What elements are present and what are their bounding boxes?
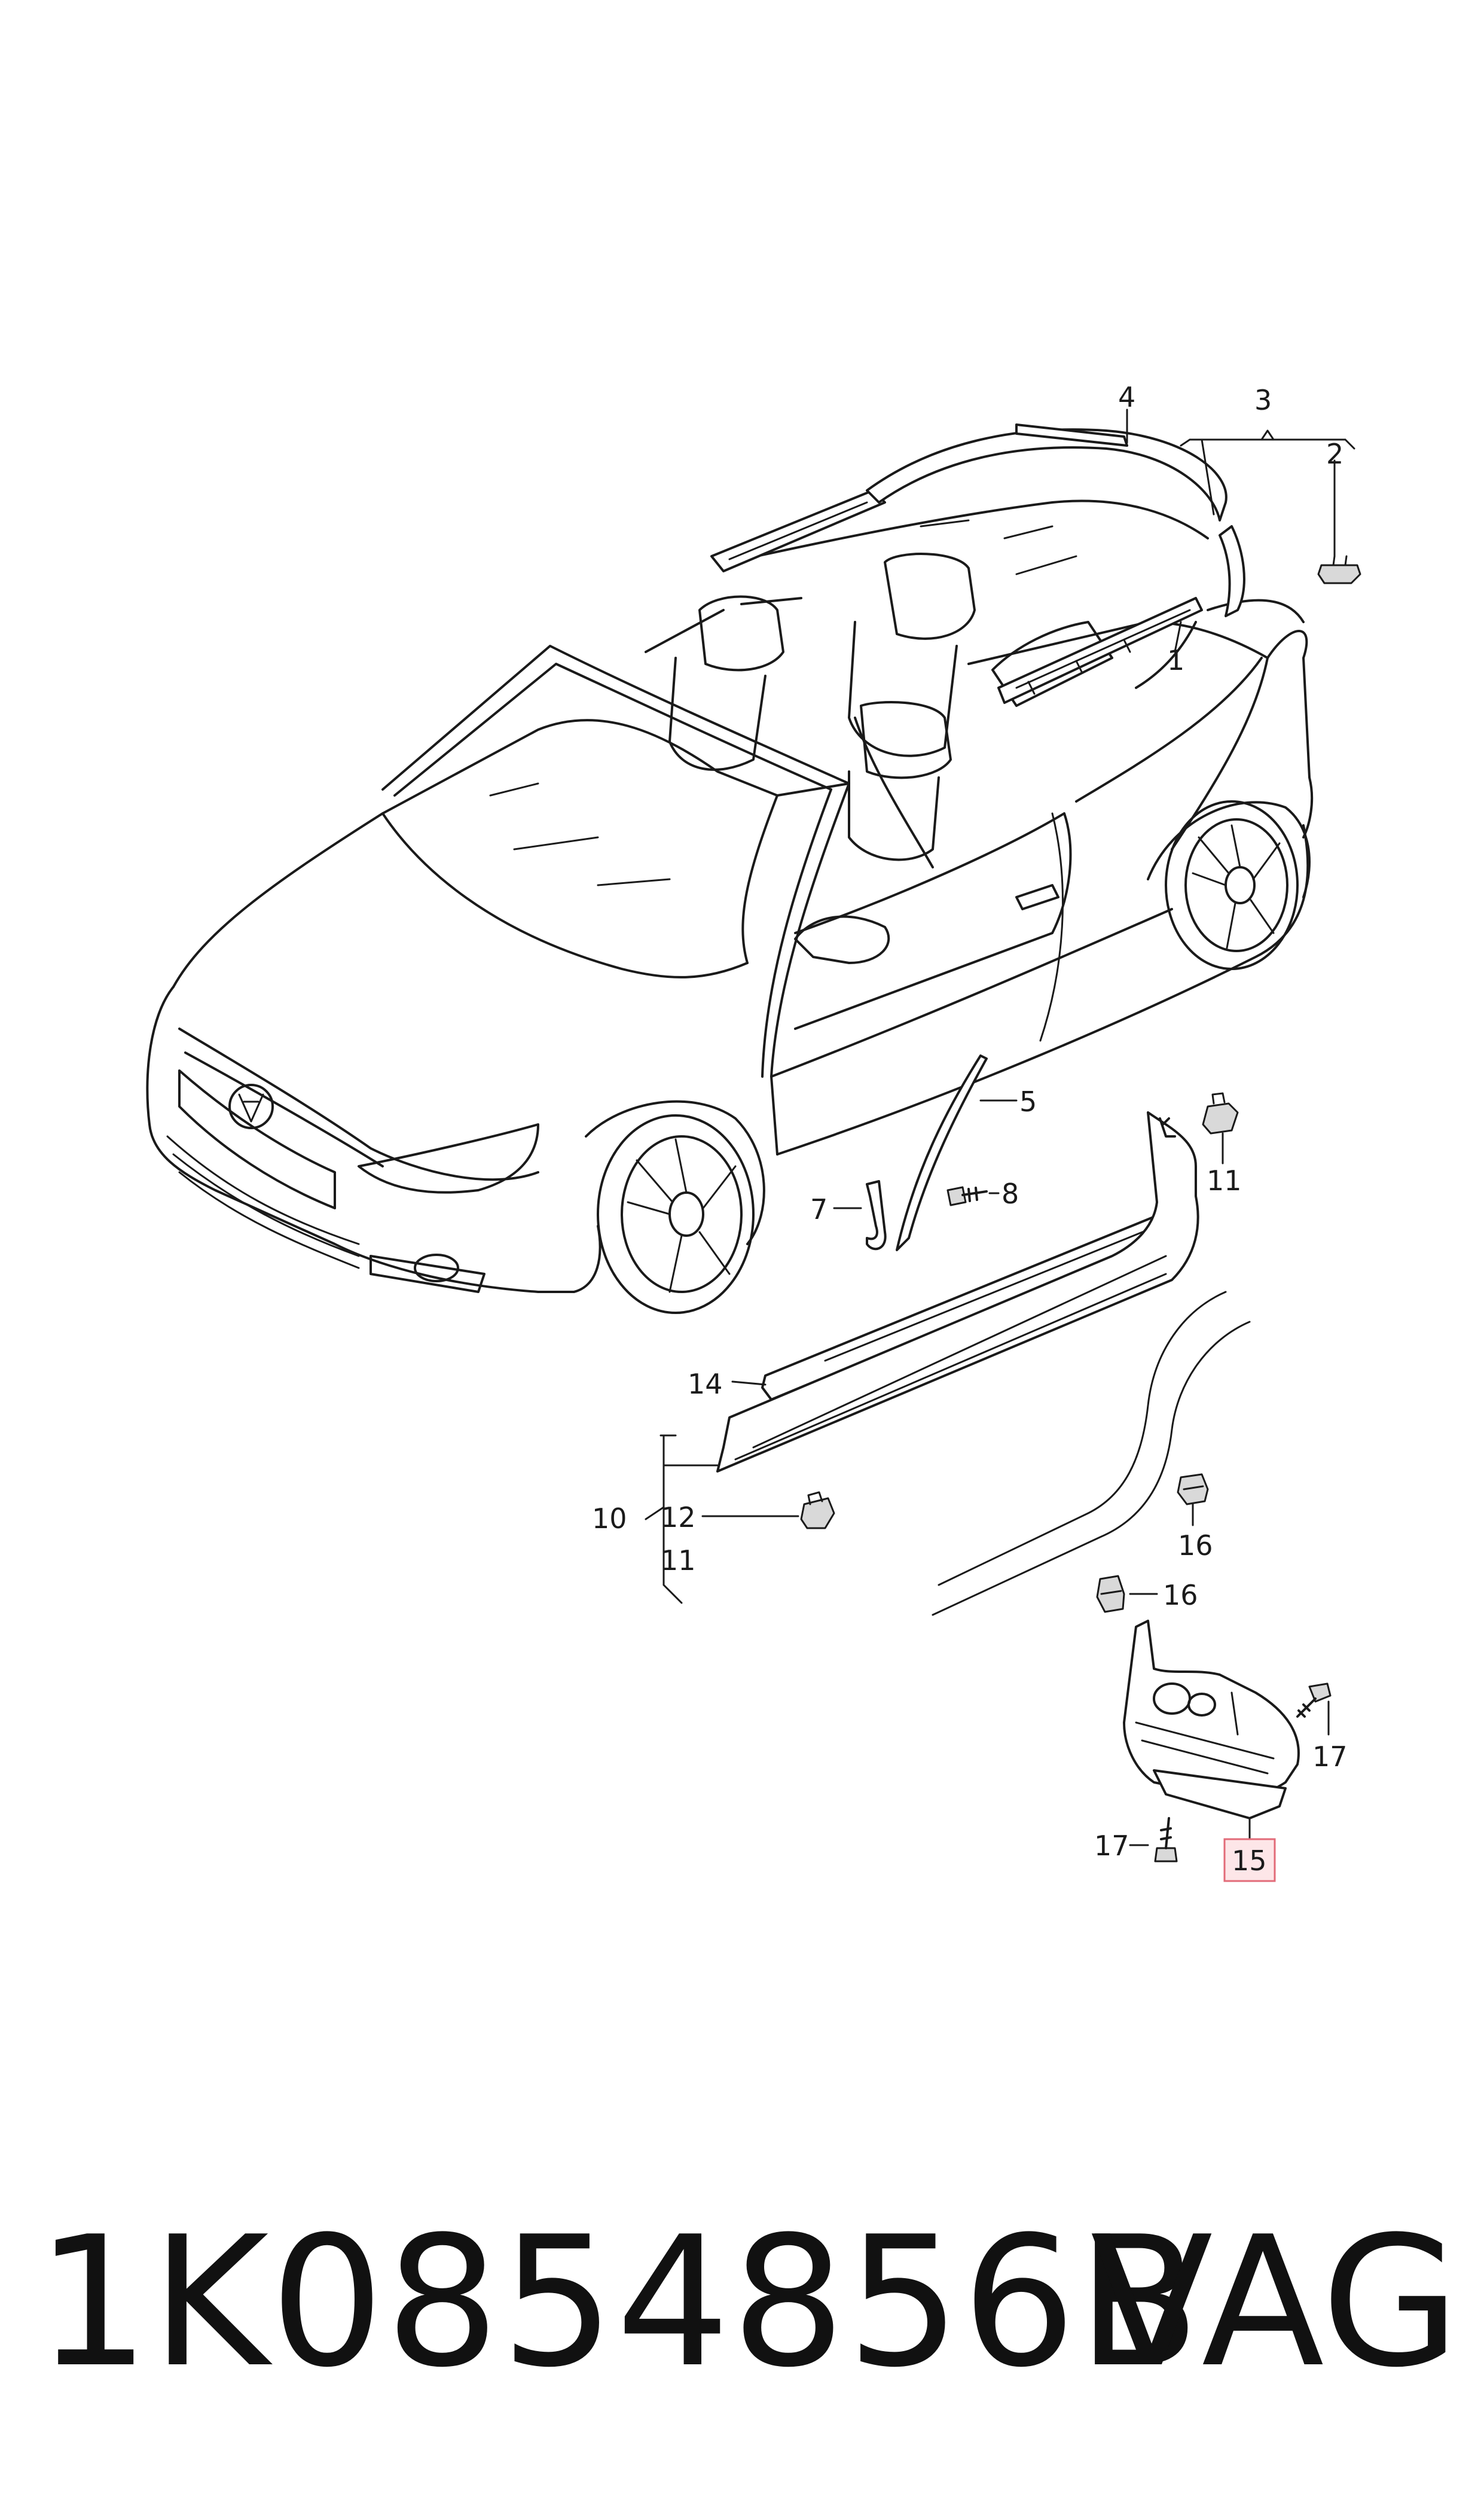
part-10-sill-panel [716,1111,1199,1473]
leader-lines [645,409,1355,1846]
callout-11-bottom: 11 [661,1544,696,1577]
part-11-clip [1202,1092,1239,1135]
callout-15-highlight [1223,1838,1276,1882]
callout-4: 4 [1118,381,1135,413]
callout-14: 14 [688,1368,723,1400]
parts-diagram: 4 3 2 1 5 7 8 11 14 10 12 11 16 16 17 17… [146,381,1361,1882]
callout-2: 2 [1326,438,1343,470]
front-wheel [585,1100,765,1314]
car-illustration [146,499,1314,1293]
callout-3: 3 [1254,384,1272,416]
callout-16-a: 16 [1178,1529,1213,1562]
part-number: 1K0854856B [36,2198,1202,2407]
roof-seal-strips [710,423,1245,704]
part-5-strip [896,1054,988,1251]
callout-16-b: 16 [1163,1579,1198,1611]
callout-17-b: 17 [1094,1830,1129,1862]
brand-label: VAG [1090,2198,1460,2407]
part-17-screw-b [1154,1817,1178,1862]
callout-12: 12 [661,1501,696,1534]
callout-1: 1 [1167,644,1184,676]
part-7-hook [866,1180,887,1251]
callout-17-a: 17 [1312,1740,1348,1773]
part-17-screw-a [1296,1682,1332,1718]
part-2-clip [1317,555,1361,584]
part-12-clip [800,1491,835,1529]
callout-5: 5 [1019,1086,1037,1118]
part-16-nut-b [1096,1575,1125,1613]
callout-15: 15 [1232,1845,1267,1877]
callout-8: 8 [1001,1178,1019,1210]
callout-10: 10 [592,1502,627,1535]
callout-7: 7 [810,1193,828,1226]
part-15-bracket [1123,1620,1300,1819]
rear-wheel [1147,800,1311,970]
part-8-clip [946,1186,988,1206]
callout-labels: 4 3 2 1 5 7 8 11 14 10 12 11 16 16 17 17… [592,381,1348,1882]
part-16-nut-a [1177,1473,1209,1505]
part-14-sill-trim [761,1201,1197,1401]
body-panel-outline [932,1291,1251,1616]
callout-11-top: 11 [1207,1165,1242,1197]
